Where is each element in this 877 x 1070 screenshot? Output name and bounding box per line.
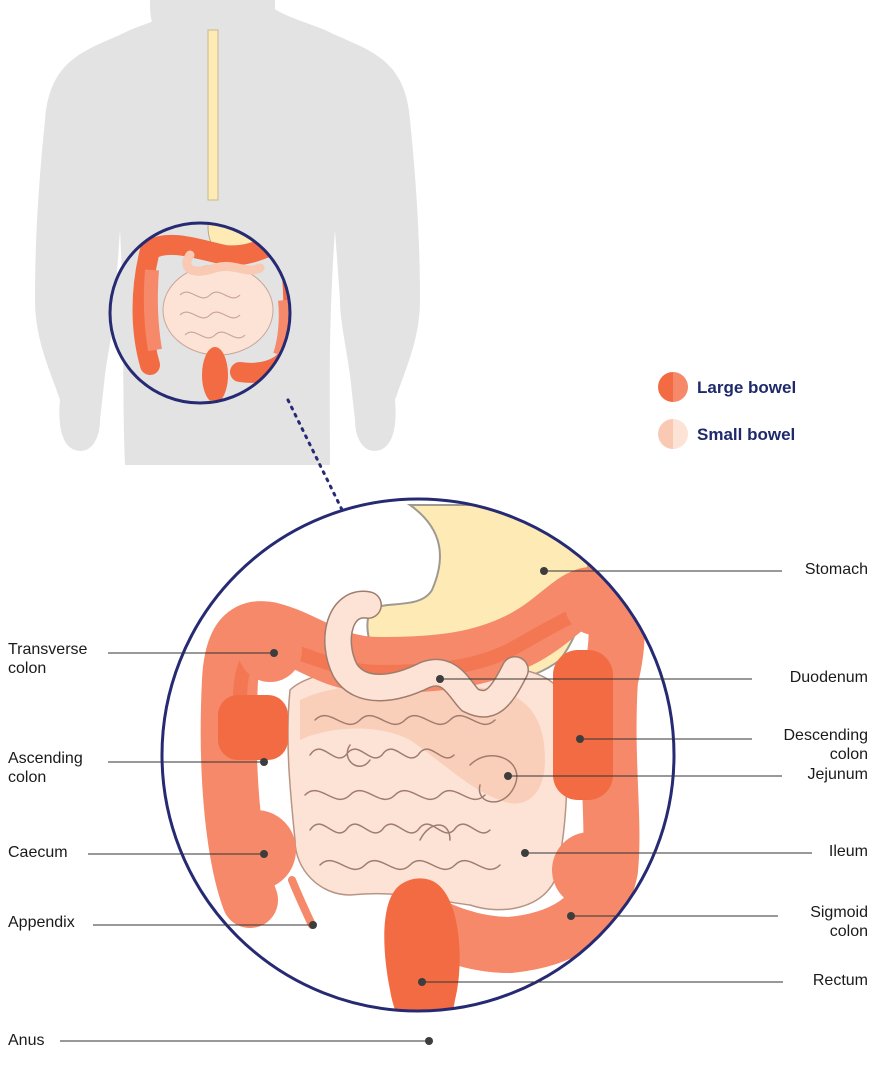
small-bowel-legend-swatch	[658, 419, 688, 449]
label-anus: Anus	[8, 1031, 44, 1050]
large-inset	[162, 499, 674, 1055]
label-caecum: Caecum	[8, 843, 68, 862]
anus-shape	[418, 1046, 442, 1055]
label-duodenum: Duodenum	[790, 668, 868, 687]
small-bowel-legend-label: Small bowel	[697, 425, 795, 445]
label-stomach: Stomach	[805, 560, 868, 579]
label-rectum: Rectum	[813, 971, 868, 990]
label-descending-colon: Descending colon	[784, 726, 869, 764]
label-jejunum: Jejunum	[808, 765, 868, 784]
large-bowel-legend-swatch	[658, 372, 688, 402]
label-sigmoid-colon: Sigmoid colon	[810, 903, 868, 941]
label-ileum: Ileum	[829, 842, 868, 861]
label-appendix: Appendix	[8, 913, 75, 932]
label-transverse-colon: Transverse colon	[8, 640, 87, 678]
rectum-shape	[384, 878, 459, 1048]
label-ascending-colon: Ascending colon	[8, 749, 83, 787]
large-bowel-legend-label: Large bowel	[697, 378, 796, 398]
